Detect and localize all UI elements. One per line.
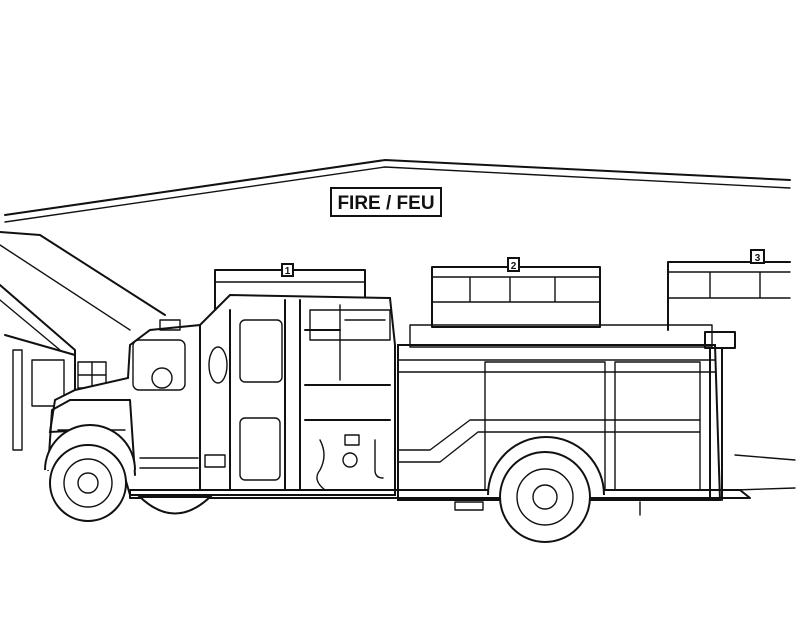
fire-sign-text: FIRE / FEU — [337, 193, 434, 214]
fire-sign: FIRE / FEU — [331, 188, 441, 216]
rear-wheel — [488, 437, 604, 542]
fire-truck — [45, 295, 750, 542]
bay-number-1: 1 — [285, 266, 291, 277]
bay-door-3: 3 — [668, 250, 790, 330]
front-wheel — [45, 425, 135, 521]
fire-station-building: FIRE / FEU 1 2 3 — [0, 160, 795, 490]
bay-number-3: 3 — [755, 253, 761, 264]
rear-cab-wheel — [140, 497, 210, 514]
bay-door-2: 2 — [432, 258, 600, 327]
bay-number-2: 2 — [511, 261, 517, 272]
